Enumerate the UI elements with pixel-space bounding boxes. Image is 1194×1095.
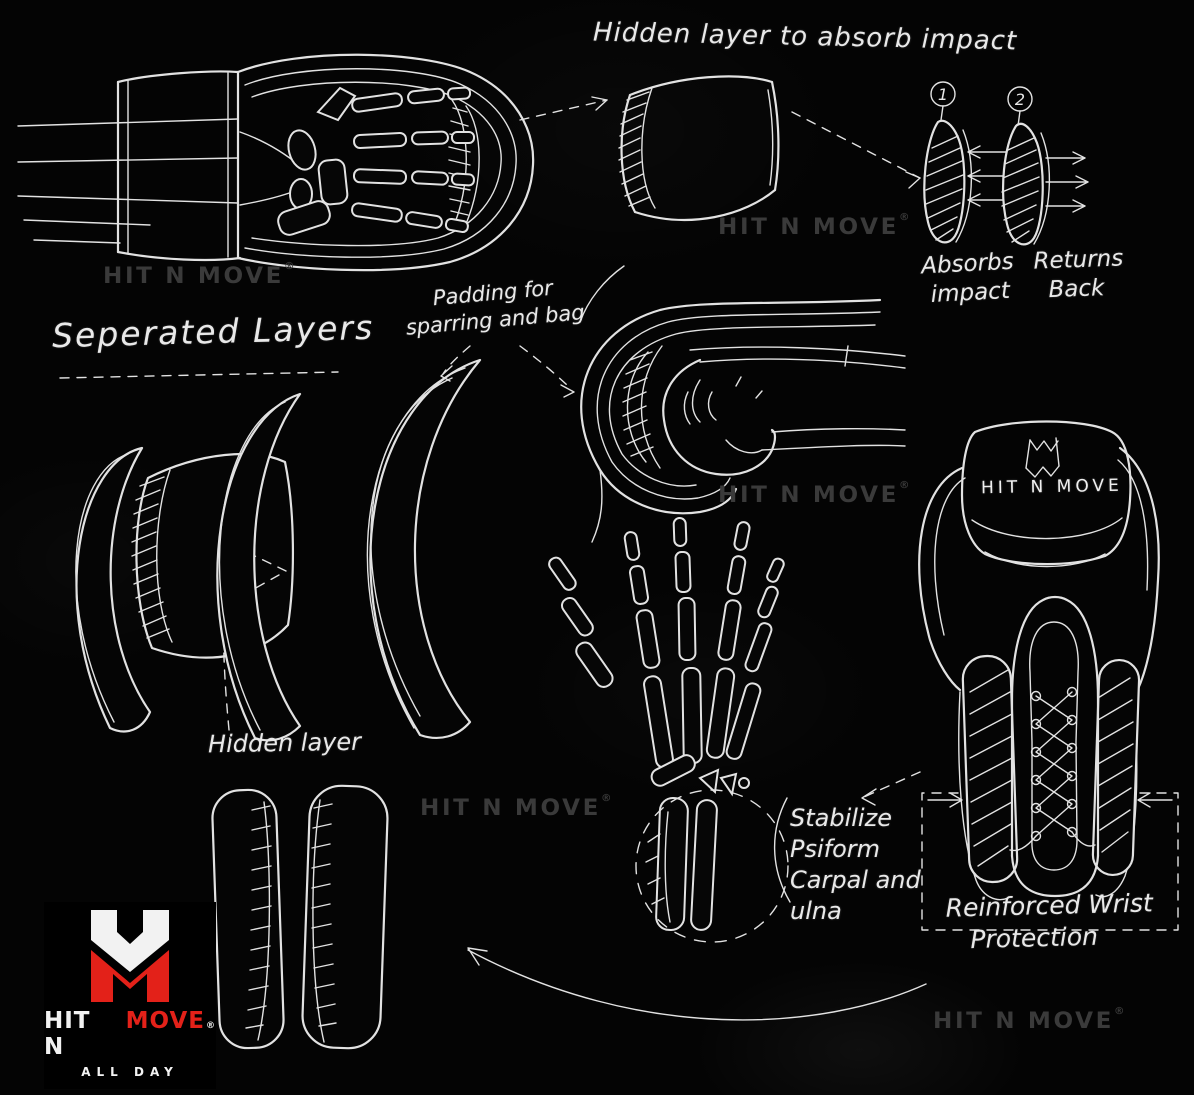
brand-tagline: ALL DAY (81, 1065, 179, 1079)
brand-wordmark: HIT N MOVE ® (44, 1008, 216, 1060)
return-arrow (1045, 151, 1086, 165)
stabilize-label: Stabilize Psiform Carpal and ulna (790, 804, 921, 925)
returns-back-label: Returns Back (1033, 245, 1124, 304)
finger-bones (351, 86, 475, 234)
glove-cross-section-sketch (579, 265, 906, 543)
separated-layers-sketch (59, 358, 482, 742)
hidden-layer-label: Hidden layer (207, 727, 362, 759)
glove-brand-text: HIT N MOVE (980, 475, 1123, 499)
impact-pads-detail: 1 2 (923, 81, 1089, 246)
return-arrow (1045, 175, 1089, 189)
glove-xray-side-sketch (17, 53, 608, 272)
brand-logo: HIT N MOVE ® ALL DAY (44, 902, 216, 1089)
hm-monogram-sketch-icon (1025, 437, 1060, 478)
absorb-arrow (967, 193, 1008, 207)
pisiform-bone (738, 777, 750, 789)
hidden-layer-pad-sketch (618, 75, 921, 222)
absorb-arrow (967, 145, 1008, 159)
skeletal-hand-sketch (548, 517, 789, 943)
to-detail-arrow (791, 111, 921, 179)
padding-label-arrows (440, 345, 575, 398)
exploded-view-arrow (519, 99, 608, 121)
watermark: HIT N MOVE® (718, 480, 913, 508)
sweep-arrow (467, 947, 927, 1021)
underline (59, 371, 339, 379)
lace-eyelets (1030, 686, 1078, 842)
reinforced-wrist-label: Reinforced Wrist Protection (945, 888, 1154, 955)
laces (1009, 691, 1096, 852)
watermark: HIT N MOVE® (933, 1006, 1128, 1034)
wrist-protection-box (921, 792, 1179, 931)
step1-number: 1 (938, 85, 948, 104)
hidden-layer-leader-line (222, 601, 231, 741)
watermark: HIT N MOVE® (420, 793, 615, 821)
step2-number: 2 (1015, 90, 1025, 109)
watermark: HIT N MOVE® (103, 261, 298, 289)
wrist-focus-circle (635, 789, 789, 943)
absorb-arrow (967, 169, 1008, 183)
stabilize-callout (773, 771, 921, 903)
absorbs-impact-label: Absorbs impact (920, 248, 1015, 308)
laced-glove-sketch (918, 420, 1179, 931)
watermark: HIT N MOVE® (718, 212, 913, 240)
wrist-pad-pieces-sketch (211, 784, 389, 1050)
return-arrow (1045, 199, 1086, 213)
hm-logo-icon (91, 910, 169, 1002)
